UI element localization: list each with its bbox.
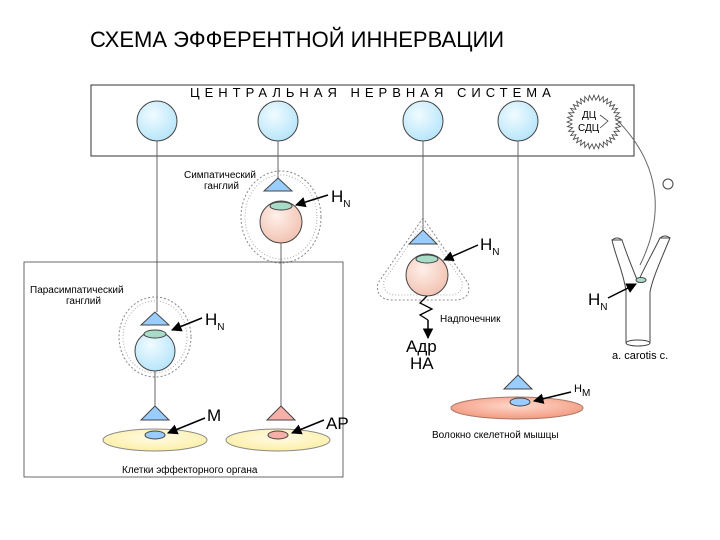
muscarinic-receptor	[144, 430, 166, 440]
skeletal-muscle-fiber	[450, 396, 584, 420]
sympathetic-label-line2: ганглий	[204, 181, 239, 192]
vascular-center: ДЦ СДЦ	[565, 93, 623, 151]
sympathetic-nicotinic-receptor	[269, 201, 293, 211]
sympathetic-presynaptic-terminal	[262, 177, 294, 192]
parasympathetic-label-line1: Парасимпатический	[30, 285, 124, 296]
hn-arrow-carotid	[607, 283, 637, 299]
adrenaline-label: Адр	[406, 337, 437, 356]
m-arrow	[167, 417, 206, 435]
cns-neuron-4	[497, 100, 539, 142]
effector-organ-label: Клетки эффекторного органа	[122, 464, 258, 476]
hm-label: HM	[574, 383, 590, 399]
hormone-release-wave	[418, 295, 434, 321]
cholinergic-terminal	[139, 405, 171, 421]
adrenal-label: Надпочечник	[440, 314, 501, 325]
adrenal-nicotinic-receptor	[415, 254, 439, 264]
hn-label-parasympathetic: HN	[205, 310, 225, 333]
page-title: СХЕМА ЭФФЕРЕНТНОЙ ИННЕРВАЦИИ	[90, 27, 504, 52]
ar-receptor-label: АР	[326, 414, 349, 433]
hn-label-adrenal: HN	[480, 235, 500, 258]
parasympathetic-ganglion	[118, 296, 192, 378]
motor-terminal	[502, 374, 534, 390]
cns-label: ЦЕНТРАЛЬНАЯ НЕРВНАЯ СИСТЕМА	[190, 85, 556, 100]
afferent-fiber	[614, 117, 656, 266]
cns-neuron-3	[402, 100, 444, 142]
hn-arrow-adrenal	[443, 244, 479, 261]
adrenergic-terminal	[265, 405, 297, 421]
hn-label-carotid: HN	[588, 290, 608, 313]
sdc-label: СДЦ	[578, 123, 600, 134]
adrenal-presynaptic-terminal	[407, 229, 439, 245]
sympathetic-ganglion	[240, 170, 322, 264]
muscle-nicotinic-receptor	[509, 397, 531, 407]
hn-label-sympathetic: HN	[331, 187, 351, 210]
adrenoreceptor	[267, 430, 289, 440]
cns-box	[90, 84, 635, 157]
noradrenaline-label: НА	[410, 354, 434, 373]
hn-arrow-parasympathetic	[171, 317, 203, 332]
cns-neuron-2	[257, 100, 299, 142]
parasympathetic-box	[23, 261, 344, 478]
effector-cell-ar	[225, 428, 331, 452]
hn-arrow-sympathetic	[294, 194, 329, 208]
carotid-receptor	[635, 277, 647, 283]
cns-neuron-1	[136, 100, 178, 142]
ar-arrow	[291, 419, 325, 435]
parasympathetic-presynaptic-terminal	[139, 311, 171, 326]
parasympathetic-nicotinic-receptor	[143, 329, 167, 339]
effector-cell-m	[102, 428, 208, 452]
parasympathetic-label-line2: ганглий	[66, 296, 101, 307]
muscle-fiber-label: Волокно скелетной мышцы	[432, 430, 559, 441]
m-receptor-label: M	[207, 406, 221, 425]
baroreceptor-ending	[662, 178, 674, 190]
adrenal-medulla	[377, 217, 470, 340]
sympathetic-label-line1: Симпатический	[184, 170, 256, 181]
carotid-artery	[611, 235, 671, 347]
hm-arrow	[532, 391, 572, 404]
dc-label: ДЦ	[582, 110, 597, 121]
artery-label: a. carotis c.	[612, 350, 668, 362]
